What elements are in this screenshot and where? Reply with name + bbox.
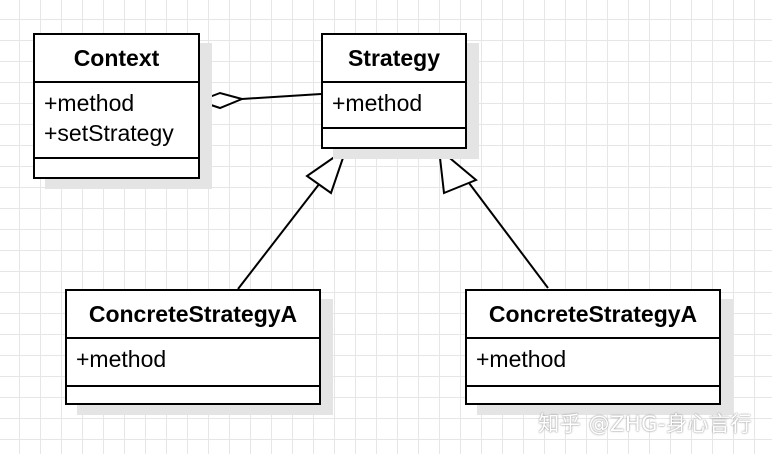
class-methods: +method [467, 339, 719, 387]
class-name: Strategy [323, 35, 465, 83]
method-item: +method [44, 90, 135, 116]
generalization-arrow-right [437, 146, 478, 195]
generalization-line-left [237, 169, 331, 290]
aggregation-line [241, 93, 322, 100]
class-methods: +method [67, 339, 319, 387]
class-name: ConcreteStrategyA [467, 291, 719, 339]
method-item: +method [76, 346, 167, 372]
class-name: ConcreteStrategyA [67, 291, 319, 339]
class-concrete-strategy-a-left[interactable]: ConcreteStrategyA +method [65, 289, 321, 405]
method-item: +method [332, 90, 423, 116]
generalization-line-right [462, 174, 549, 289]
generalization-arrow-left [305, 146, 348, 195]
class-strategy[interactable]: Strategy +method [321, 33, 467, 149]
class-context[interactable]: Context +method +setStrategy [33, 33, 200, 179]
class-methods: +method [323, 83, 465, 129]
class-name: Context [35, 35, 198, 83]
method-item: +method [476, 346, 567, 372]
class-methods: +method +setStrategy [35, 83, 198, 159]
class-concrete-strategy-a-right[interactable]: ConcreteStrategyA +method [465, 289, 721, 405]
watermark: 知乎 @ZHG-身心言行 [538, 412, 752, 436]
method-item: +setStrategy [44, 120, 174, 146]
aggregation-diamond [196, 91, 246, 110]
